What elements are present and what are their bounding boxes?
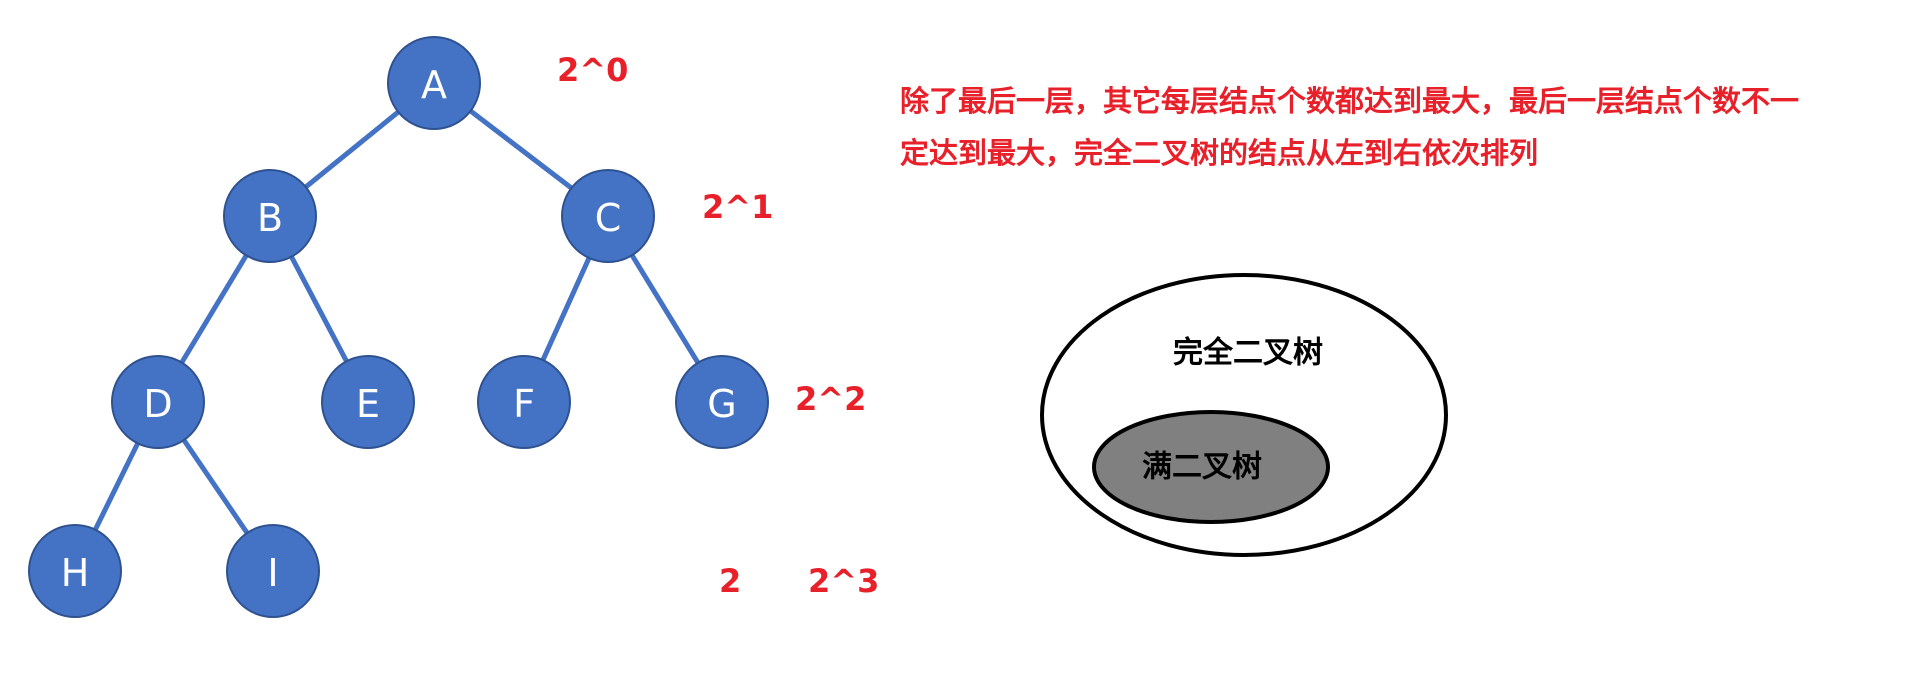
node-circle — [561, 169, 655, 263]
node-circle — [387, 36, 481, 130]
node-label: A — [421, 63, 447, 107]
node-label: H — [61, 551, 90, 595]
node-label: E — [356, 382, 380, 426]
complete-binary-tree-label: 完全二叉树 — [1173, 336, 1323, 371]
level-label-2: 2^2 — [795, 380, 866, 418]
tree-node-h: H — [28, 524, 122, 618]
tree-edges — [72, 81, 725, 573]
tree-node-e: E — [321, 355, 415, 449]
level-label-0: 2^0 — [557, 51, 628, 89]
node-circle — [223, 169, 317, 263]
tree-nodes: A B C D E F G H I — [28, 36, 769, 618]
node-label: D — [143, 382, 172, 426]
tree-node-b: B — [223, 169, 317, 263]
node-label: G — [707, 382, 736, 426]
node-circle — [28, 524, 122, 618]
level-label-3-base: 2 — [719, 562, 741, 600]
tree-node-d: D — [111, 355, 205, 449]
full-binary-tree-label: 满二叉树 — [1142, 450, 1262, 485]
node-label: B — [257, 196, 283, 240]
node-circle — [675, 355, 769, 449]
node-label: I — [267, 551, 278, 595]
level-label-1: 2^1 — [702, 188, 773, 226]
full-binary-tree-ellipse — [1092, 410, 1330, 524]
tree-node-g: G — [675, 355, 769, 449]
node-circle — [321, 355, 415, 449]
complete-binary-tree-definition: 除了最后一层，其它每层结点个数都达到最大，最后一层结点个数不一 定达到最大，完全… — [900, 75, 1900, 179]
node-label: F — [513, 382, 535, 426]
tree-node-c: C — [561, 169, 655, 263]
definition-line-1: 除了最后一层，其它每层结点个数都达到最大，最后一层结点个数不一 — [900, 84, 1800, 118]
definition-line-2: 定达到最大，完全二叉树的结点从左到右依次排列 — [900, 136, 1539, 170]
level-label-3: 2^3 — [808, 562, 879, 600]
venn-diagram: 完全二叉树 满二叉树 — [1040, 273, 1448, 557]
node-circle — [226, 524, 320, 618]
node-circle — [477, 355, 571, 449]
tree-node-a: A — [387, 36, 481, 130]
tree-node-f: F — [477, 355, 571, 449]
node-label: C — [595, 196, 622, 240]
node-circle — [111, 355, 205, 449]
tree-node-i: I — [226, 524, 320, 618]
